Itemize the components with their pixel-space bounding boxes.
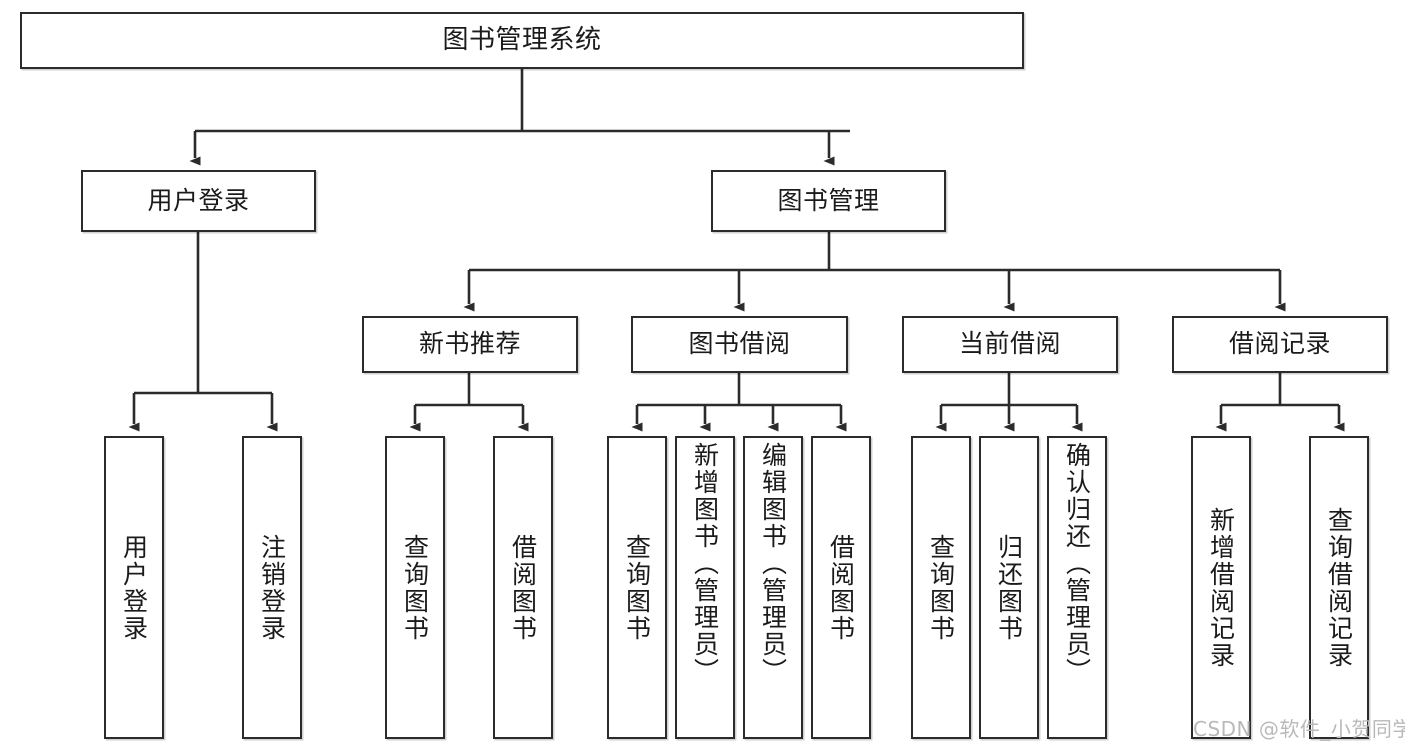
leaf-add-book-admin[interactable]: 新增图书（管理员） [675,436,735,739]
leaf-query-book-2[interactable]: 查询图书 [607,436,667,739]
leaf-add-borrow-record[interactable]: 新增借阅记录 [1191,436,1251,739]
node-label: 图书管理系统 [442,24,602,55]
leaf-borrow-book-1[interactable]: 借阅图书 [493,436,553,739]
node-label: 查询图书 [926,533,956,642]
node-label: 编辑图书（管理员） [758,442,788,685]
node-label: 查询图书 [622,533,652,642]
leaf-user-login[interactable]: 用户登录 [104,436,164,739]
node-book-borrow[interactable]: 图书借阅 [631,316,848,373]
node-label: 借阅图书 [508,533,538,642]
node-label: 查询图书 [400,533,430,642]
leaf-query-book-1[interactable]: 查询图书 [385,436,445,739]
leaf-query-borrow-record[interactable]: 查询借阅记录 [1309,436,1369,739]
leaf-borrow-book-2[interactable]: 借阅图书 [811,436,871,739]
node-label: 借阅记录 [1228,329,1331,359]
node-label: 图书管理 [777,185,880,215]
node-label: 当前借阅 [958,329,1061,359]
node-borrow-record[interactable]: 借阅记录 [1172,316,1388,373]
node-label: 用户登录 [147,185,250,215]
leaf-return-book[interactable]: 归还图书 [979,436,1039,739]
node-label: 查询借阅记录 [1324,506,1354,669]
node-book-manage[interactable]: 图书管理 [711,170,946,232]
node-label: 新书推荐 [418,329,521,359]
node-label: 新增借阅记录 [1206,506,1236,669]
csdn-watermark: CSDN @软件_小贺同学 [1193,717,1405,741]
node-new-book-recommend[interactable]: 新书推荐 [362,316,578,373]
node-label: 注销登录 [257,533,287,642]
node-root-system[interactable]: 图书管理系统 [20,12,1024,69]
node-label: 归还图书 [994,533,1024,642]
node-user-login[interactable]: 用户登录 [81,170,316,232]
leaf-edit-book-admin[interactable]: 编辑图书（管理员） [743,436,803,739]
node-label: 用户登录 [119,533,149,642]
node-label: 借阅图书 [826,533,856,642]
leaf-logout[interactable]: 注销登录 [242,436,302,739]
node-label: 新增图书（管理员） [690,442,720,685]
node-current-borrow[interactable]: 当前借阅 [902,316,1118,373]
leaf-query-book-3[interactable]: 查询图书 [911,436,971,739]
leaf-confirm-return-admin[interactable]: 确认归还（管理员） [1047,436,1107,739]
node-label: 图书借阅 [688,329,791,359]
node-label: 确认归还（管理员） [1062,442,1092,685]
